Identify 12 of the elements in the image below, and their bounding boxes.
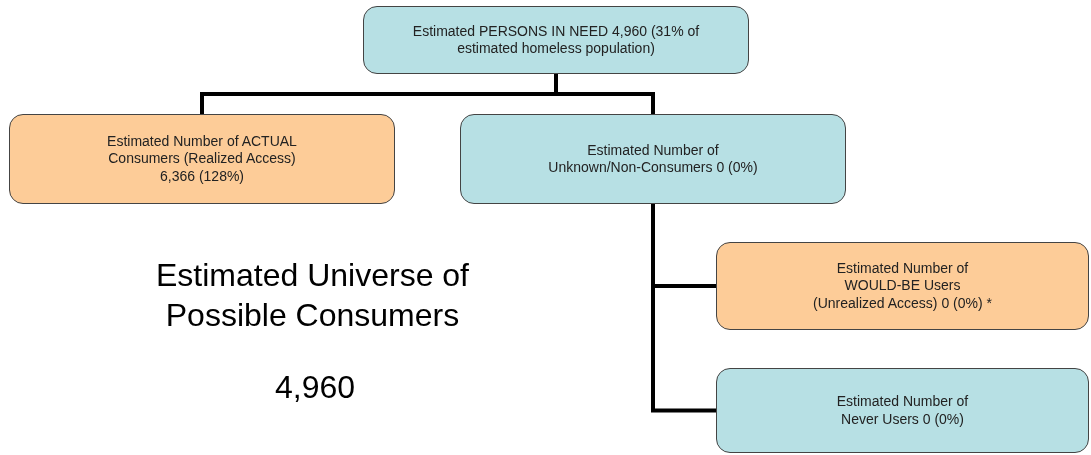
box-text: Estimated Number of WOULD-BE Users (Unrealized Access) 0 (0%) * (812, 260, 993, 312)
rounded-box (460, 114, 846, 204)
box-text: Estimated PERSONS IN NEED 4,960 (31% of estimated homeless population) (411, 22, 701, 58)
heading-text: Estimated Universe of Possible Consumers (155, 256, 470, 335)
rounded-box (716, 242, 1089, 330)
box-text: Estimated Number of Unknown/Non-Consumers 0 (0%) (548, 141, 758, 177)
box-text: Estimated Number of ACTUAL Consumers (Realized Access) 6,366 (128%) (106, 133, 298, 185)
total-number: 4,960 (273, 368, 357, 407)
box-text: Estimated Number of Never Users 0 (0%) (835, 393, 970, 428)
rounded-box (716, 368, 1089, 453)
rounded-box (9, 114, 395, 204)
rounded-box (363, 6, 749, 74)
